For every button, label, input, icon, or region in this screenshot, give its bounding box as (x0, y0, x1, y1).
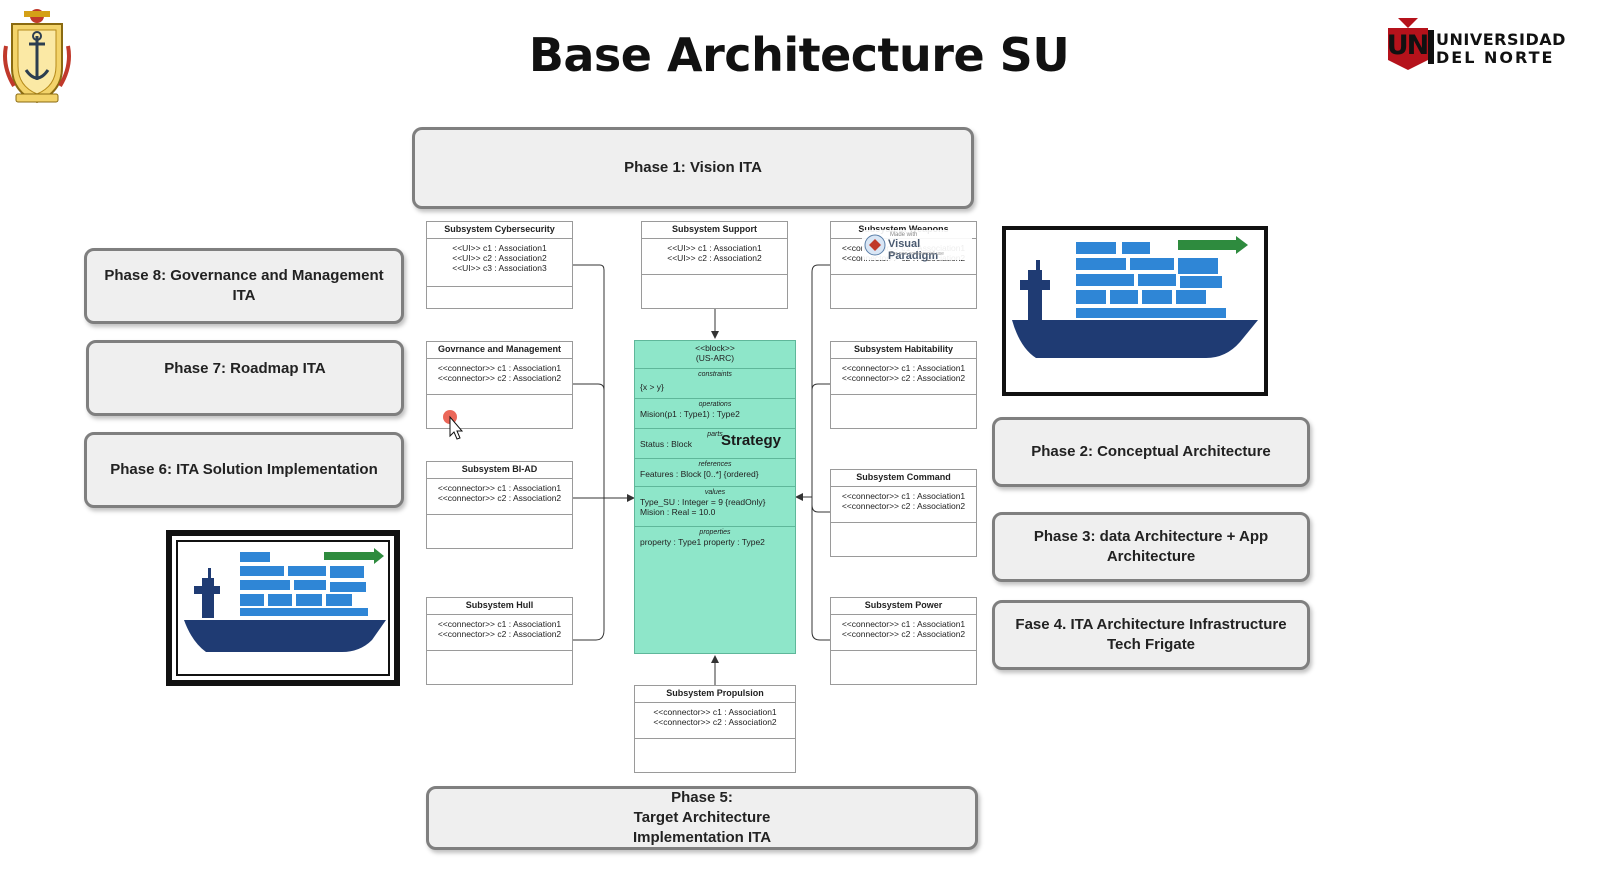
subsystem-line: <<UI>> c2 : Association2 (452, 253, 547, 263)
subsystem-line: <<connector>> c1 : Association1 (653, 707, 777, 717)
operations-value: Mision(p1 : Type1) : Type2 (640, 409, 740, 419)
subsystem-name: Subsystem Hull (427, 598, 572, 615)
subsystem-name: Subsystem Support (642, 222, 787, 239)
university-logo-mark: UN (1386, 30, 1430, 61)
university-logo-line1: UNIVERSIDAD (1436, 30, 1566, 49)
phase-8-label: Phase 8: Governance and Management ITA (104, 267, 384, 304)
subsystem-line: <<UI>> c3 : Association3 (452, 263, 547, 273)
properties-value: property : Type1 property : Type2 (640, 537, 765, 547)
visual-paradigm-watermark: Made with Visual Paradigm For non-commer… (862, 230, 972, 262)
phase-4-box[interactable]: Fase 4. ITA Architecture Infrastructure … (992, 600, 1310, 670)
visual-paradigm-icon (864, 234, 886, 256)
values-caption: values (704, 489, 726, 496)
ship-architecture-image-large (1002, 226, 1268, 396)
subsystem-line: <<connector>> c2 : Association2 (841, 373, 966, 383)
subsystem-habitability[interactable]: Subsystem Habitability <<connector>> c1 … (830, 341, 977, 429)
phase-2-label: Phase 2: Conceptual Architecture (1031, 443, 1271, 460)
subsystem-name: Subsystem BI-AD (427, 462, 572, 479)
university-logo: UN UNIVERSIDAD DEL NORTE (1380, 16, 1565, 72)
subsystem-name: Subsystem Propulsion (635, 686, 795, 703)
phase-8-box[interactable]: Phase 8: Governance and Management ITA (84, 248, 404, 324)
subsystem-line: <<UI>> c1 : Association1 (667, 243, 762, 253)
values-line-1: Type_SU : Integer = 9 {readOnly} (640, 497, 766, 507)
subsystem-command[interactable]: Subsystem Command <<connector>> c1 : Ass… (830, 469, 977, 557)
phase-3-label: Phase 3: data Architecture + App Archite… (1033, 528, 1269, 565)
subsystem-name: Govrnance and Management (427, 342, 572, 359)
subsystem-line: <<UI>> c1 : Association1 (452, 243, 547, 253)
subsystem-propulsion[interactable]: Subsystem Propulsion <<connector>> c1 : … (634, 685, 796, 773)
phase-6-label: Phase 6: ITA Solution Implementation (110, 461, 378, 478)
values-line-2: Mision : Real = 10.0 (640, 507, 716, 517)
mouse-cursor (442, 408, 466, 440)
subsystem-line: <<connector>> c1 : Association1 (841, 363, 966, 373)
properties-caption: properties (699, 529, 731, 536)
phase-7-box[interactable]: Phase 7: Roadmap ITA (86, 340, 404, 416)
parts-value: Status : Block (640, 439, 692, 449)
subsystem-name: Subsystem Habitability (831, 342, 976, 359)
subsystem-line: <<connector>> c2 : Association2 (841, 629, 966, 639)
phase-5-box[interactable]: Phase 5: Target Architecture Implementat… (426, 786, 978, 850)
navy-crest-logo (2, 6, 72, 106)
subsystem-biad[interactable]: Subsystem BI-AD <<connector>> c1 : Assoc… (426, 461, 573, 549)
phase-1-box[interactable]: Phase 1: Vision ITA (412, 127, 974, 209)
subsystem-name: Subsystem Command (831, 470, 976, 487)
university-logo-line2: DEL NORTE (1436, 48, 1555, 67)
subsystem-name: Subsystem Cybersecurity (427, 222, 572, 239)
watermark-brand: Visual Paradigm (888, 238, 939, 262)
subsystem-line: <<connector>> c2 : Association2 (841, 501, 966, 511)
ship-architecture-image-small (166, 530, 400, 686)
operations-caption: operations (698, 401, 732, 408)
subsystem-line: <<connector>> c2 : Association2 (437, 373, 562, 383)
page-title: Base Architecture SU (528, 28, 1070, 82)
subsystem-cybersecurity[interactable]: Subsystem Cybersecurity <<UI>> c1 : Asso… (426, 221, 573, 309)
phase-6-box[interactable]: Phase 6: ITA Solution Implementation (84, 432, 404, 508)
constraints-caption: constraints (698, 371, 732, 378)
central-block-us-arc[interactable]: <<block>> (US-ARC) constraints {x > y} o… (634, 340, 796, 654)
phase-3-box[interactable]: Phase 3: data Architecture + App Archite… (992, 512, 1310, 582)
references-caption: references (698, 461, 732, 468)
subsystem-line: <<connector>> c1 : Association1 (437, 363, 562, 373)
subsystem-line: <<connector>> c1 : Association1 (437, 483, 562, 493)
subsystem-name: Subsystem Power (831, 598, 976, 615)
phase-7-label: Phase 7: Roadmap ITA (164, 360, 326, 377)
subsystem-support[interactable]: Subsystem Support <<UI>> c1 : Associatio… (641, 221, 788, 309)
phase-1-label: Phase 1: Vision ITA (624, 159, 762, 176)
phase-4-label: Fase 4. ITA Architecture Infrastructure … (1015, 616, 1287, 653)
subsystem-power[interactable]: Subsystem Power <<connector>> c1 : Assoc… (830, 597, 977, 685)
strategy-overlay-label: Strategy (721, 432, 782, 449)
subsystem-line: <<connector>> c1 : Association1 (841, 491, 966, 501)
block-name: (US-ARC) (695, 353, 735, 363)
subsystem-line: <<connector>> c2 : Association2 (653, 717, 777, 727)
watermark-sub: For non-commercial use (890, 251, 944, 257)
subsystem-line: <<connector>> c2 : Association2 (437, 493, 562, 503)
references-value: Features : Block [0..*] {ordered} (640, 469, 759, 479)
parts-caption: parts (707, 431, 723, 438)
watermark-small: Made with (890, 232, 918, 238)
block-stereotype: <<block>> (695, 343, 735, 353)
subsystem-line: <<connector>> c1 : Association1 (841, 619, 966, 629)
subsystem-line: <<connector>> c1 : Association1 (437, 619, 562, 629)
phase-5-label: Phase 5: Target Architecture Implementat… (632, 789, 772, 846)
subsystem-line: <<UI>> c2 : Association2 (667, 253, 762, 263)
phase-2-box[interactable]: Phase 2: Conceptual Architecture (992, 417, 1310, 487)
subsystem-line: <<connector>> c2 : Association2 (437, 629, 562, 639)
constraints-value: {x > y} (640, 382, 664, 392)
subsystem-hull[interactable]: Subsystem Hull <<connector>> c1 : Associ… (426, 597, 573, 685)
